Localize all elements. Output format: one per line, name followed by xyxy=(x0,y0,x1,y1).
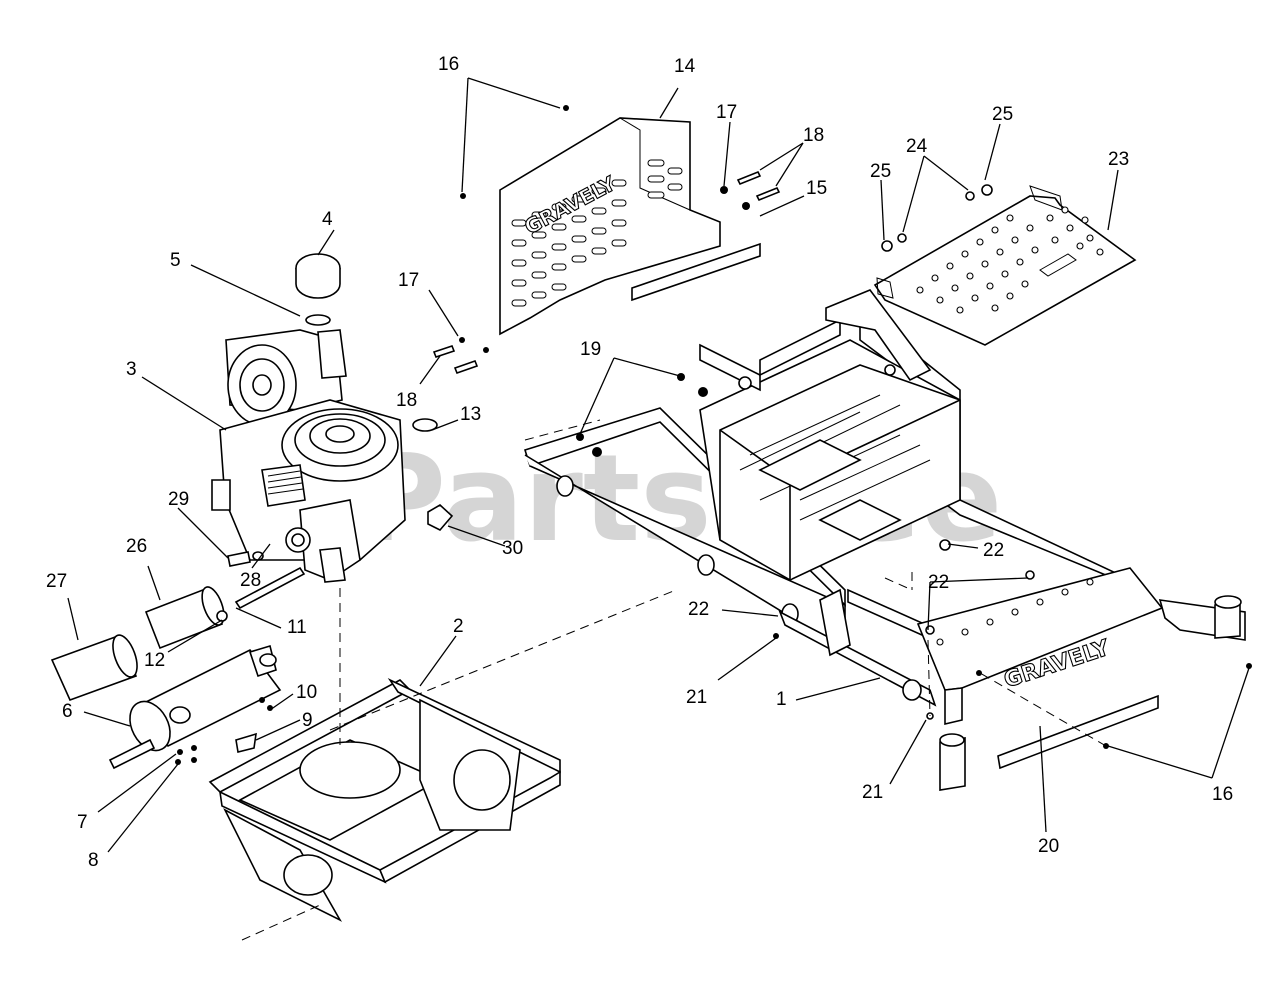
shield-hardware xyxy=(432,105,781,375)
callout-24: 24 xyxy=(906,136,928,157)
callout-6: 6 xyxy=(62,701,73,722)
callout-11: 11 xyxy=(287,617,307,638)
part-5-o-ring xyxy=(305,314,331,326)
part-6-muffler xyxy=(108,644,282,770)
part-3-engine xyxy=(211,253,454,583)
part-20-strip xyxy=(997,694,1159,770)
part-26-exhaust-sleeve xyxy=(144,586,225,650)
part-30-oil-filter xyxy=(427,504,454,531)
callout-8: 8 xyxy=(88,850,99,871)
callout-22-right: 22 xyxy=(928,572,949,593)
callout-17-left: 17 xyxy=(398,270,419,291)
part-14-rear-shield: GRAVELY xyxy=(499,117,721,336)
part-15-seal-strip xyxy=(631,242,761,302)
callout-3: 3 xyxy=(126,359,137,380)
callout-4: 4 xyxy=(322,209,333,230)
callout-30: 30 xyxy=(502,538,523,559)
muffler-hardware xyxy=(175,697,273,765)
callout-2: 2 xyxy=(453,616,464,637)
callout-29: 29 xyxy=(168,489,189,510)
callout-25-left: 25 xyxy=(870,161,891,182)
callout-23: 23 xyxy=(1108,149,1129,170)
part-29-fitting xyxy=(227,551,251,567)
callout-15: 15 xyxy=(806,178,827,199)
callout-16-right: 16 xyxy=(1212,784,1233,805)
callout-21-right: 21 xyxy=(862,782,883,803)
callout-25-right: 25 xyxy=(992,104,1013,125)
part-13-clamp xyxy=(412,418,438,432)
callout-1: 1 xyxy=(776,689,787,710)
callout-14: 14 xyxy=(674,56,696,77)
callout-10: 10 xyxy=(296,682,317,703)
assembly-lines xyxy=(241,419,1107,941)
callout-21-left: 21 xyxy=(686,687,707,708)
callout-19: 19 xyxy=(580,339,601,360)
part-2-engine-frame xyxy=(208,678,561,922)
callout-7: 7 xyxy=(77,812,88,833)
leader-lines xyxy=(67,77,1250,853)
part-12-clamp xyxy=(216,610,228,622)
callout-12: 12 xyxy=(144,650,165,671)
callout-9: 9 xyxy=(302,710,313,731)
callout-16-top: 16 xyxy=(438,54,459,75)
callout-5: 5 xyxy=(170,250,181,271)
callout-22-upper: 22 xyxy=(983,540,1004,561)
part-23-floor-plate xyxy=(873,184,1137,346)
callout-17-top: 17 xyxy=(716,102,737,123)
callout-labels: 16 14 17 18 15 25 24 25 23 4 5 17 19 3 1… xyxy=(46,54,1233,871)
callout-26: 26 xyxy=(126,536,147,557)
callout-18-top: 18 xyxy=(803,125,824,146)
callout-18-left: 18 xyxy=(396,390,417,411)
callout-20: 20 xyxy=(1038,836,1059,857)
callout-27: 27 xyxy=(46,571,67,592)
callout-28: 28 xyxy=(240,570,261,591)
part-11-pipe xyxy=(234,566,306,610)
callout-13: 13 xyxy=(460,404,481,425)
callout-22-left: 22 xyxy=(688,599,709,620)
part-27-exhaust-sleeve xyxy=(50,634,138,702)
